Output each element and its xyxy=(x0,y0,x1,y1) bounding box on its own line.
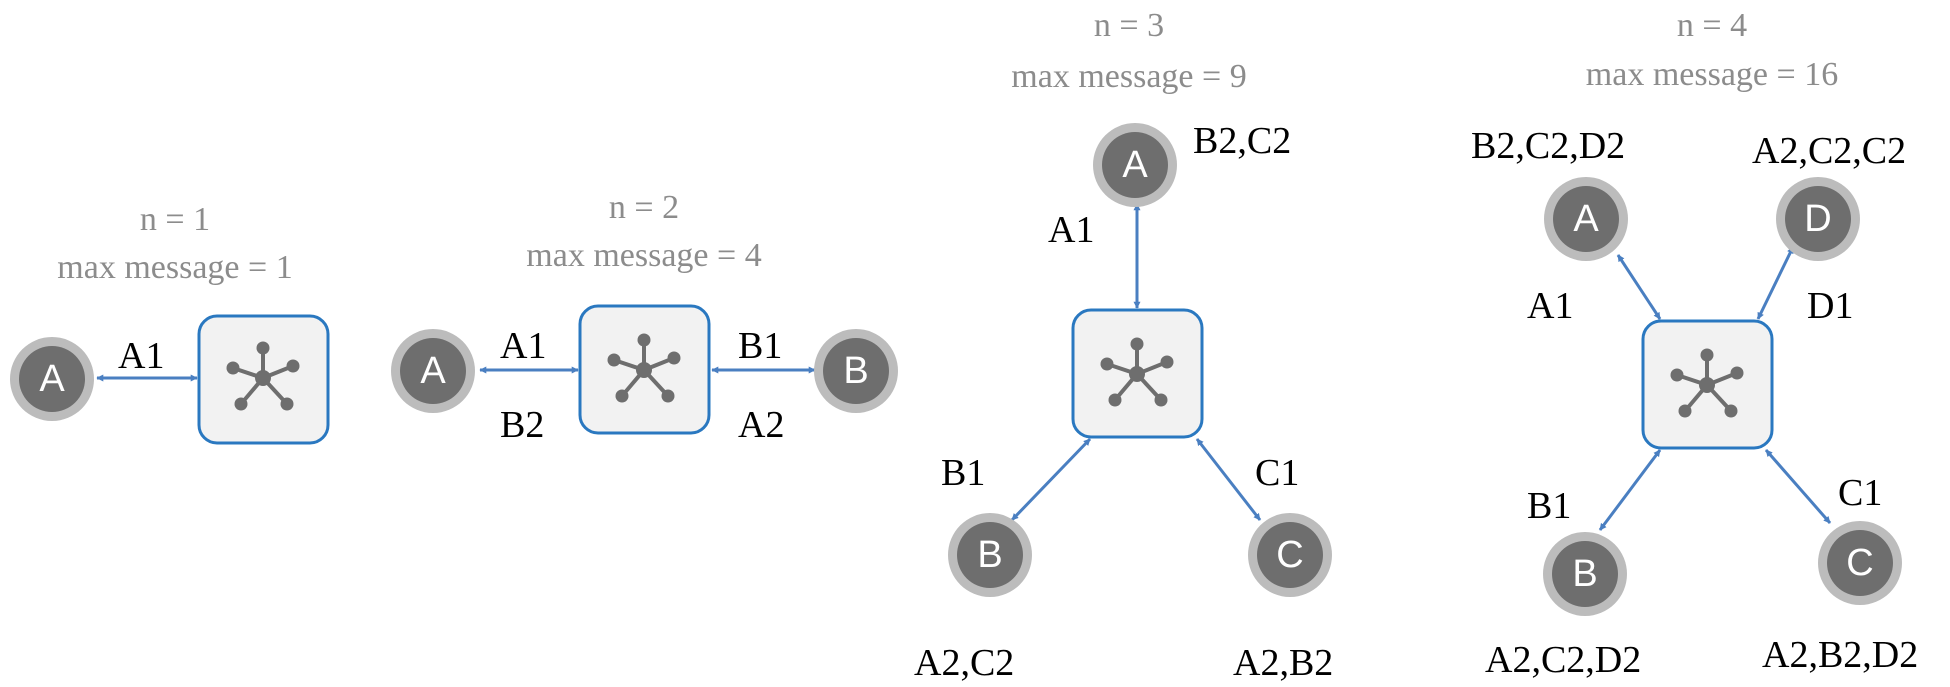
send-label-c: C1 xyxy=(1838,472,1882,514)
panel-n1-max-label: max message = 1 xyxy=(57,249,292,286)
link-arrow-d xyxy=(1756,246,1795,320)
node-b: B xyxy=(948,513,1032,597)
recv-label-a: B2 xyxy=(500,404,544,446)
recv-label-b: A2,C2,D2 xyxy=(1485,639,1641,681)
node-b-letter: B xyxy=(977,534,1002,576)
send-label-c: C1 xyxy=(1255,452,1299,494)
node-a-letter: A xyxy=(39,358,65,400)
send-label-a: A1 xyxy=(1048,209,1094,251)
node-c: C xyxy=(1818,521,1902,605)
recv-label-b: A2 xyxy=(738,404,784,446)
node-a: A xyxy=(10,337,94,421)
panel-n4: n = 4 max message = 16 A1 B2,C2,D2 D1 A2… xyxy=(1471,7,1918,681)
node-c-letter: C xyxy=(1846,542,1873,584)
panel-n3-count-label: n = 3 xyxy=(1094,7,1164,44)
node-c-letter: C xyxy=(1276,534,1303,576)
recv-label-d: A2,C2,C2 xyxy=(1752,130,1906,172)
node-b: B xyxy=(1543,532,1627,616)
panel-n4-max-label: max message = 16 xyxy=(1586,56,1838,93)
node-d: D xyxy=(1776,177,1860,261)
link-arrow-c xyxy=(1195,438,1262,521)
node-a: A xyxy=(391,329,475,413)
panel-n2-count-label: n = 2 xyxy=(609,189,679,226)
recv-label-c: A2,B2 xyxy=(1233,642,1333,684)
hub xyxy=(1641,319,1774,450)
panel-n1-count-label: n = 1 xyxy=(140,201,210,238)
node-b: B xyxy=(814,329,898,413)
hub xyxy=(578,304,711,435)
send-label-b: B1 xyxy=(738,325,782,367)
node-a-letter: A xyxy=(1122,144,1148,186)
send-label-d: D1 xyxy=(1807,285,1853,327)
link-arrow-a xyxy=(1616,254,1662,320)
link-arrow-c xyxy=(1764,449,1832,524)
node-a: A xyxy=(1093,123,1177,207)
panel-n4-count-label: n = 4 xyxy=(1677,7,1747,44)
link-arrow-b xyxy=(1598,449,1662,531)
send-label-a: A1 xyxy=(118,335,164,377)
recv-label-b: A2,C2 xyxy=(914,642,1014,684)
node-b-letter: B xyxy=(843,350,868,392)
node-a-letter: A xyxy=(420,350,446,392)
node-c: C xyxy=(1248,513,1332,597)
recv-label-a: B2,C2,D2 xyxy=(1471,125,1625,167)
panel-n3-max-label: max message = 9 xyxy=(1011,58,1246,95)
panel-n2-max-label: max message = 4 xyxy=(526,237,761,274)
send-label-a: A1 xyxy=(500,325,546,367)
send-label-a: A1 xyxy=(1527,285,1573,327)
hub xyxy=(197,314,330,445)
recv-label-c: A2,B2,D2 xyxy=(1762,634,1918,676)
node-b-letter: B xyxy=(1572,553,1597,595)
panel-n1: n = 1 max message = 1 A1 A xyxy=(10,201,330,445)
node-d-letter: D xyxy=(1804,198,1831,240)
node-a-letter: A xyxy=(1573,198,1599,240)
hub xyxy=(1071,308,1204,439)
node-a: A xyxy=(1544,177,1628,261)
recv-label-a: B2,C2 xyxy=(1193,120,1291,162)
send-label-b: B1 xyxy=(1527,485,1571,527)
panel-n2: n = 2 max message = 4 A1 B2 B1 A2 A B xyxy=(391,189,898,446)
link-arrow-b xyxy=(1010,437,1092,522)
send-label-b: B1 xyxy=(941,452,985,494)
panel-n3: n = 3 max message = 9 A1 B2,C2 B1 A2,C2 … xyxy=(914,7,1333,684)
